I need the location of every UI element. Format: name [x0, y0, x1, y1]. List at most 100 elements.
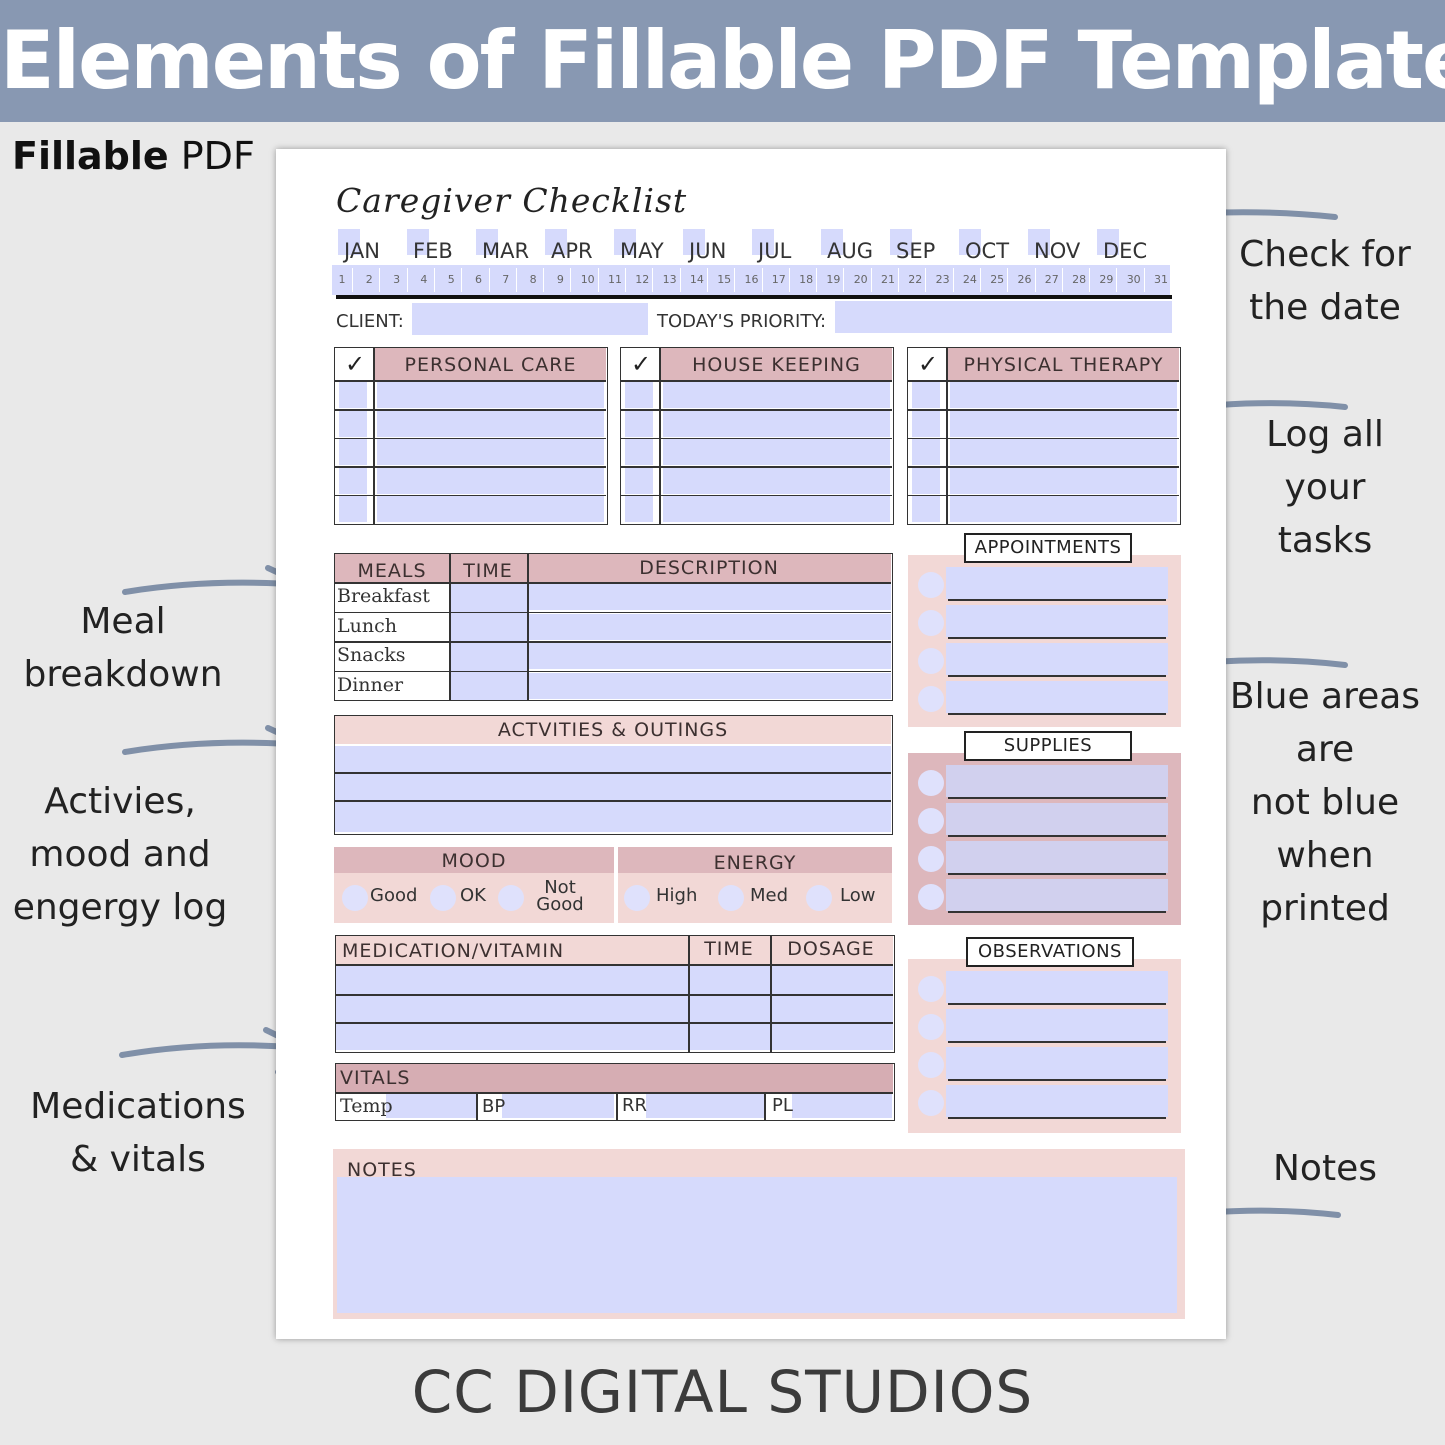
observations-input[interactable] — [946, 1047, 1168, 1079]
month-checkbox[interactable] — [821, 229, 843, 255]
client-label: CLIENT: — [336, 311, 404, 332]
month-checkbox[interactable] — [1097, 229, 1119, 255]
supplies-input[interactable] — [946, 765, 1168, 797]
appointments-checkbox[interactable] — [918, 686, 944, 712]
medication-inputs[interactable] — [336, 966, 893, 1050]
day-divider — [870, 268, 872, 292]
mood-notgood-radio[interactable] — [498, 885, 524, 911]
month-checkbox[interactable] — [476, 229, 498, 255]
meal-description-input[interactable] — [529, 584, 891, 610]
mood-ok-radio[interactable] — [430, 885, 456, 911]
month-checkbox[interactable] — [614, 229, 636, 255]
callout-notes: Notes — [1225, 1142, 1425, 1195]
task-checkbox[interactable] — [625, 467, 653, 494]
appointments-input[interactable] — [946, 605, 1168, 637]
appointments-checkbox[interactable] — [918, 572, 944, 598]
observations-input[interactable] — [946, 971, 1168, 1003]
appointments-checkbox[interactable] — [918, 610, 944, 636]
task-input[interactable] — [950, 496, 1177, 522]
supplies-input[interactable] — [946, 841, 1168, 873]
month-checkbox[interactable] — [338, 229, 360, 255]
observations-box — [908, 959, 1181, 1133]
mood-good-radio[interactable] — [342, 885, 368, 911]
task-input[interactable] — [663, 439, 890, 465]
month-checkbox[interactable] — [407, 229, 429, 255]
meal-description-input[interactable] — [529, 643, 891, 669]
notes-input[interactable] — [337, 1177, 1177, 1313]
task-input[interactable] — [950, 382, 1177, 408]
task-checkbox[interactable] — [625, 496, 653, 522]
energy-low-radio[interactable] — [806, 885, 832, 911]
observations-checkbox[interactable] — [918, 1014, 944, 1040]
vitals-pl-input[interactable] — [792, 1094, 892, 1118]
energy-high-radio[interactable] — [624, 885, 650, 911]
activities-input[interactable] — [335, 774, 891, 800]
energy-med-radio[interactable] — [718, 885, 744, 911]
month-label: JAN — [344, 239, 380, 263]
callout-line: Log all — [1266, 414, 1384, 455]
task-input[interactable] — [377, 467, 604, 494]
appointments-input[interactable] — [946, 567, 1168, 599]
task-input[interactable] — [377, 382, 604, 408]
task-input[interactable] — [377, 410, 604, 437]
appointments-input[interactable] — [946, 681, 1168, 713]
observations-checkbox[interactable] — [918, 1052, 944, 1078]
month-checkbox[interactable] — [545, 229, 567, 255]
task-input[interactable] — [663, 382, 890, 408]
task-checkbox[interactable] — [912, 382, 940, 408]
task-input[interactable] — [950, 467, 1177, 494]
supplies-checkbox[interactable] — [918, 770, 944, 796]
vitals-rr-input[interactable] — [646, 1094, 764, 1118]
month-checkbox[interactable] — [890, 229, 912, 255]
callout-line: mood and — [29, 834, 211, 875]
task-input[interactable] — [377, 496, 604, 522]
observations-checkbox[interactable] — [918, 976, 944, 1002]
observations-input[interactable] — [946, 1009, 1168, 1041]
task-input[interactable] — [663, 410, 890, 437]
task-checkbox[interactable] — [625, 410, 653, 437]
meal-description-input[interactable] — [529, 613, 891, 640]
task-checkbox[interactable] — [912, 410, 940, 437]
task-checkbox[interactable] — [339, 467, 367, 494]
month-checkbox[interactable] — [1028, 229, 1050, 255]
appointments-checkbox[interactable] — [918, 648, 944, 674]
activities-input[interactable] — [335, 802, 891, 832]
supplies-checkbox[interactable] — [918, 884, 944, 910]
meal-row-label: Snacks — [337, 644, 406, 666]
task-input[interactable] — [663, 496, 890, 522]
month-checkbox[interactable] — [959, 229, 981, 255]
task-input[interactable] — [663, 467, 890, 494]
task-checkbox[interactable] — [339, 496, 367, 522]
supplies-checkbox[interactable] — [918, 808, 944, 834]
task-checkbox[interactable] — [625, 439, 653, 465]
grid-line — [948, 1079, 1166, 1081]
task-input[interactable] — [377, 439, 604, 465]
task-checkbox[interactable] — [625, 382, 653, 408]
task-input[interactable] — [950, 410, 1177, 437]
grid-line — [621, 409, 892, 411]
supplies-checkbox[interactable] — [918, 846, 944, 872]
task-checkbox[interactable] — [912, 467, 940, 494]
priority-input[interactable] — [835, 301, 1172, 333]
task-checkbox[interactable] — [339, 439, 367, 465]
appointments-input[interactable] — [946, 643, 1168, 675]
task-checkbox[interactable] — [912, 439, 940, 465]
task-checkbox[interactable] — [912, 496, 940, 522]
supplies-input[interactable] — [946, 803, 1168, 835]
task-header-row — [375, 348, 606, 380]
client-input[interactable] — [412, 303, 648, 335]
meal-description-input[interactable] — [529, 672, 891, 699]
task-input[interactable] — [950, 439, 1177, 465]
vitals-temp-input[interactable] — [386, 1094, 476, 1118]
task-checkbox[interactable] — [339, 382, 367, 408]
month-checkbox[interactable] — [752, 229, 774, 255]
task-checkbox[interactable] — [339, 410, 367, 437]
vitals-bp-input[interactable] — [502, 1094, 614, 1118]
task-header: HOUSE KEEPING — [692, 354, 861, 376]
observations-checkbox[interactable] — [918, 1090, 944, 1116]
activities-input[interactable] — [335, 746, 891, 772]
supplies-input[interactable] — [946, 879, 1168, 911]
observations-input[interactable] — [946, 1085, 1168, 1117]
month-checkbox[interactable] — [683, 229, 705, 255]
